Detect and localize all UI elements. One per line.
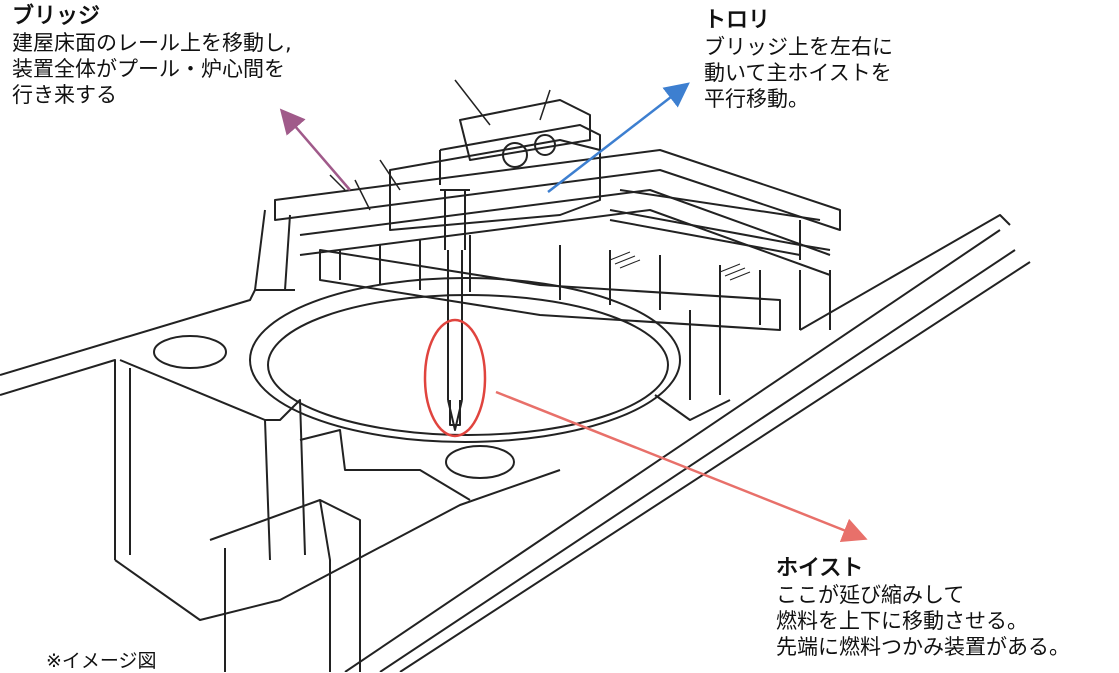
callout-trolley-line: 動いて主ホイストを [704, 61, 892, 85]
callout-trolley: トロリ ブリッジ上を左右に 動いて主ホイストを 平行移動。 [704, 8, 893, 112]
callout-hoist-line: 燃料を上下に移動させる。 [776, 609, 1028, 633]
trolley-frame [389, 139, 601, 231]
floor-step [114, 469, 561, 621]
bridge-leg-right [654, 305, 731, 421]
callout-hoist-line: ここが延び縮みして [776, 583, 965, 607]
callout-hoist-line: 先端に燃料つかみ装置がある。 [776, 635, 1070, 659]
hoist-highlight-ring [423, 318, 487, 438]
floor-hatch-bottom [445, 445, 515, 479]
rail-back [799, 214, 1011, 331]
bridge-girder-mid [299, 189, 831, 276]
bridge-girder-back [274, 149, 841, 231]
rail-front-3 [399, 261, 1031, 672]
callout-bridge-title: ブリッジ [12, 4, 101, 29]
callout-bridge-line: 装置全体がプール・炉心間を [12, 57, 285, 81]
callout-hoist-title: ホイスト [776, 556, 864, 581]
lower-pit [209, 499, 361, 672]
line-art [0, 79, 1031, 672]
rail-front-2 [379, 249, 1016, 672]
callout-trolley-line: 平行移動。 [704, 87, 809, 111]
callout-hoist: ホイスト ここが延び縮みして 燃料を上下に移動させる。 先端に燃料つかみ装置があ… [776, 556, 1070, 660]
hoist-arrow [495, 390, 868, 543]
callout-bridge: ブリッジ 建屋床面のレール上を移動し, 装置全体がプール・炉心間を 行き来する [12, 4, 292, 108]
grating-hatch [609, 251, 751, 281]
cut-wall [299, 429, 471, 501]
pool-inner [129, 368, 306, 556]
callout-trolley-title: トロリ [704, 8, 771, 33]
callout-bridge-line: 行き来する [12, 83, 117, 107]
floor-outline [0, 289, 256, 376]
bridge-leg-rear [799, 270, 831, 330]
pool-wall [119, 359, 271, 561]
floor-edge-lower [0, 359, 116, 560]
trolley-mast [440, 189, 470, 250]
handrail [609, 189, 831, 260]
hoist-motor [459, 99, 591, 161]
rail-front-1 [344, 229, 1001, 672]
hoist-drum [502, 142, 528, 168]
bridge-cross-members [339, 235, 761, 325]
bridge-leg-left [254, 209, 295, 291]
image-footnote: ※イメージ図 [46, 650, 157, 672]
trolley-arrow [547, 82, 690, 193]
bridge-girder-front [319, 249, 781, 331]
bridge-arrow [279, 108, 351, 191]
reactor-well-inner [267, 294, 669, 436]
reactor-well-outer [249, 277, 681, 443]
leader-lines [329, 79, 551, 211]
callout-bridge-line: 建屋床面のレール上を移動し, [12, 31, 292, 55]
hoist-drum-2 [534, 134, 556, 156]
floor-hatch-left [153, 335, 227, 369]
fuel-grapple [449, 400, 461, 426]
callout-trolley-line: ブリッジ上を左右に [704, 35, 893, 59]
